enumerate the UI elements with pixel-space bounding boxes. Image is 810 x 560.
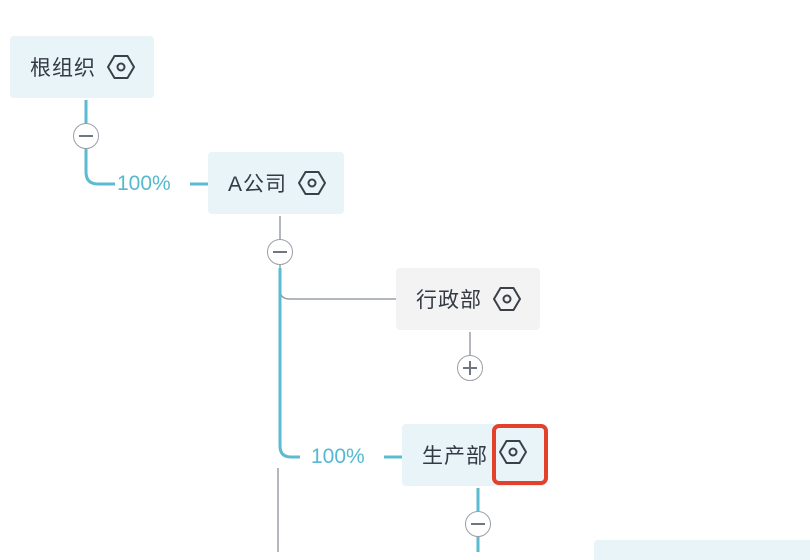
node-admin-dept-label: 行政部	[416, 289, 482, 312]
expand-admin-dept-button[interactable]	[457, 355, 483, 381]
collapse-root-button[interactable]	[73, 123, 99, 149]
node-company-a-label: A公司	[228, 173, 288, 196]
node-production-dept-label: 生产部	[422, 445, 488, 468]
production-dept-share-label: 100%	[309, 445, 367, 469]
collapse-company-a-button[interactable]	[267, 239, 293, 265]
collapse-production-dept-button[interactable]	[465, 511, 491, 537]
node-production-dept[interactable]: 生产部	[402, 424, 546, 486]
node-company-a[interactable]: A公司	[208, 152, 344, 214]
company-a-share-label: 100%	[115, 172, 173, 196]
node-company-a-settings-icon[interactable]	[297, 168, 327, 198]
node-root-settings-icon[interactable]	[106, 52, 136, 82]
node-root-label: 根组织	[30, 57, 96, 80]
node-admin-dept-settings-icon[interactable]	[492, 284, 522, 314]
node-production-dept-settings-icon[interactable]	[498, 437, 528, 467]
node-root[interactable]: 根组织	[10, 36, 154, 98]
settings-icon-highlight	[492, 424, 548, 485]
node-admin-dept[interactable]: 行政部	[396, 268, 540, 330]
node-production-child[interactable]	[594, 540, 810, 560]
